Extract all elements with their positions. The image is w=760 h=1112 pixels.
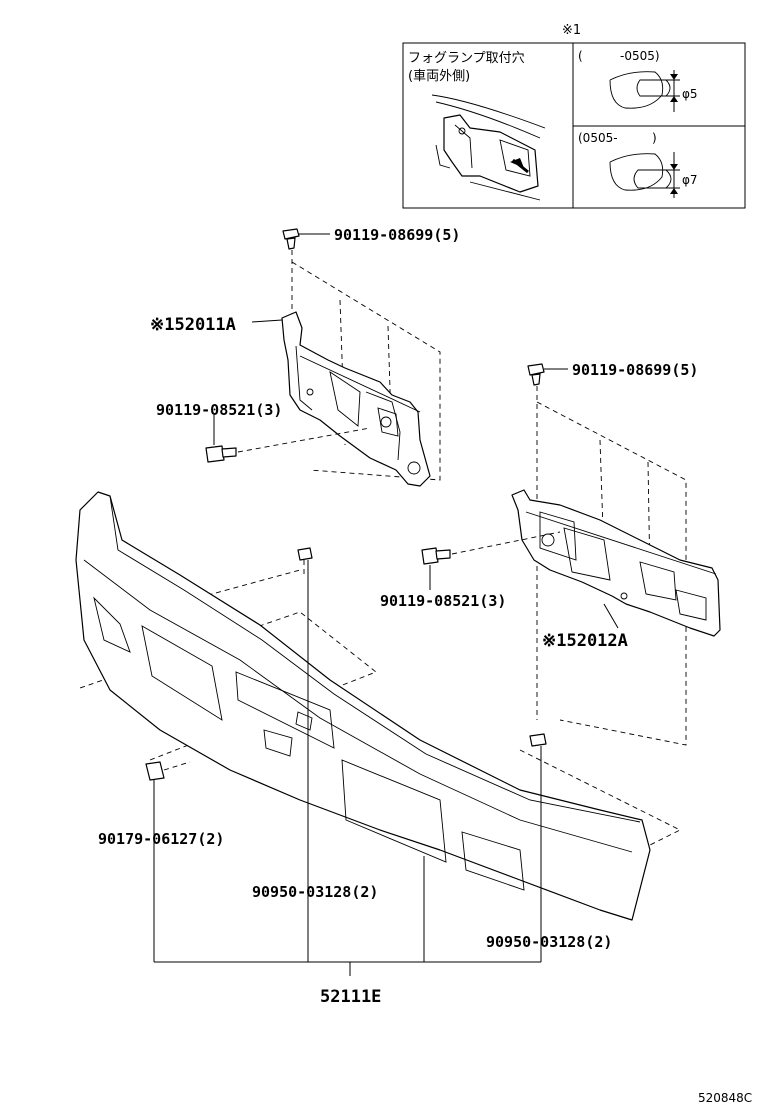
label-screw-upper-left: 90119-08699(5) [334,226,460,244]
clip-center-icon [297,547,313,578]
inset-detail-box: ※1 フォグランプ取付穴 (車両外側) ( -0505) φ5 [402,23,746,209]
label-bracket-left: ※152011A [150,315,236,335]
clip-right-icon [529,733,547,747]
hole-diameter-5-sketch [609,70,680,112]
inset-bracket-sketch [431,94,546,201]
figure-code: 520848C [698,1091,752,1105]
bolt-left-icon [205,415,371,463]
label-nut-left: 90179-06127(2) [98,830,224,848]
inset-row2-diameter: φ7 [682,173,698,187]
label-bolt-right: 90119-08521(3) [380,592,506,610]
label-screw-upper-right: 90119-08699(5) [572,361,698,379]
label-clip-right: 90950-03128(2) [486,933,612,951]
label-clip-center: 90950-03128(2) [252,883,378,901]
bracket-right-icon [511,401,721,746]
inset-row2-range-from: (0505- [578,131,618,145]
leader-lines [153,560,542,976]
label-bolt-left: 90119-08521(3) [156,401,282,419]
bumper-icon [75,491,682,921]
inset-row1-range-to: -0505) [620,49,660,63]
bolt-right-icon [421,531,561,590]
inset-title-line2: (車両外側) [408,69,470,84]
inset-row2-range-close: ) [652,131,657,145]
label-bracket-right: ※152012A [542,631,628,651]
inset-row1-range-open: ( [578,49,583,63]
inset-ref-mark: ※1 [562,23,581,38]
nut-left-icon [145,761,191,781]
label-bumper: 52111E [320,987,381,1007]
bracket-left-icon [281,261,441,487]
screw-upper-left-icon [282,228,330,320]
inset-row1-diameter: φ5 [682,87,698,101]
hole-diameter-7-sketch [609,152,680,198]
inset-title-line1: フォグランプ取付穴 [408,51,525,66]
